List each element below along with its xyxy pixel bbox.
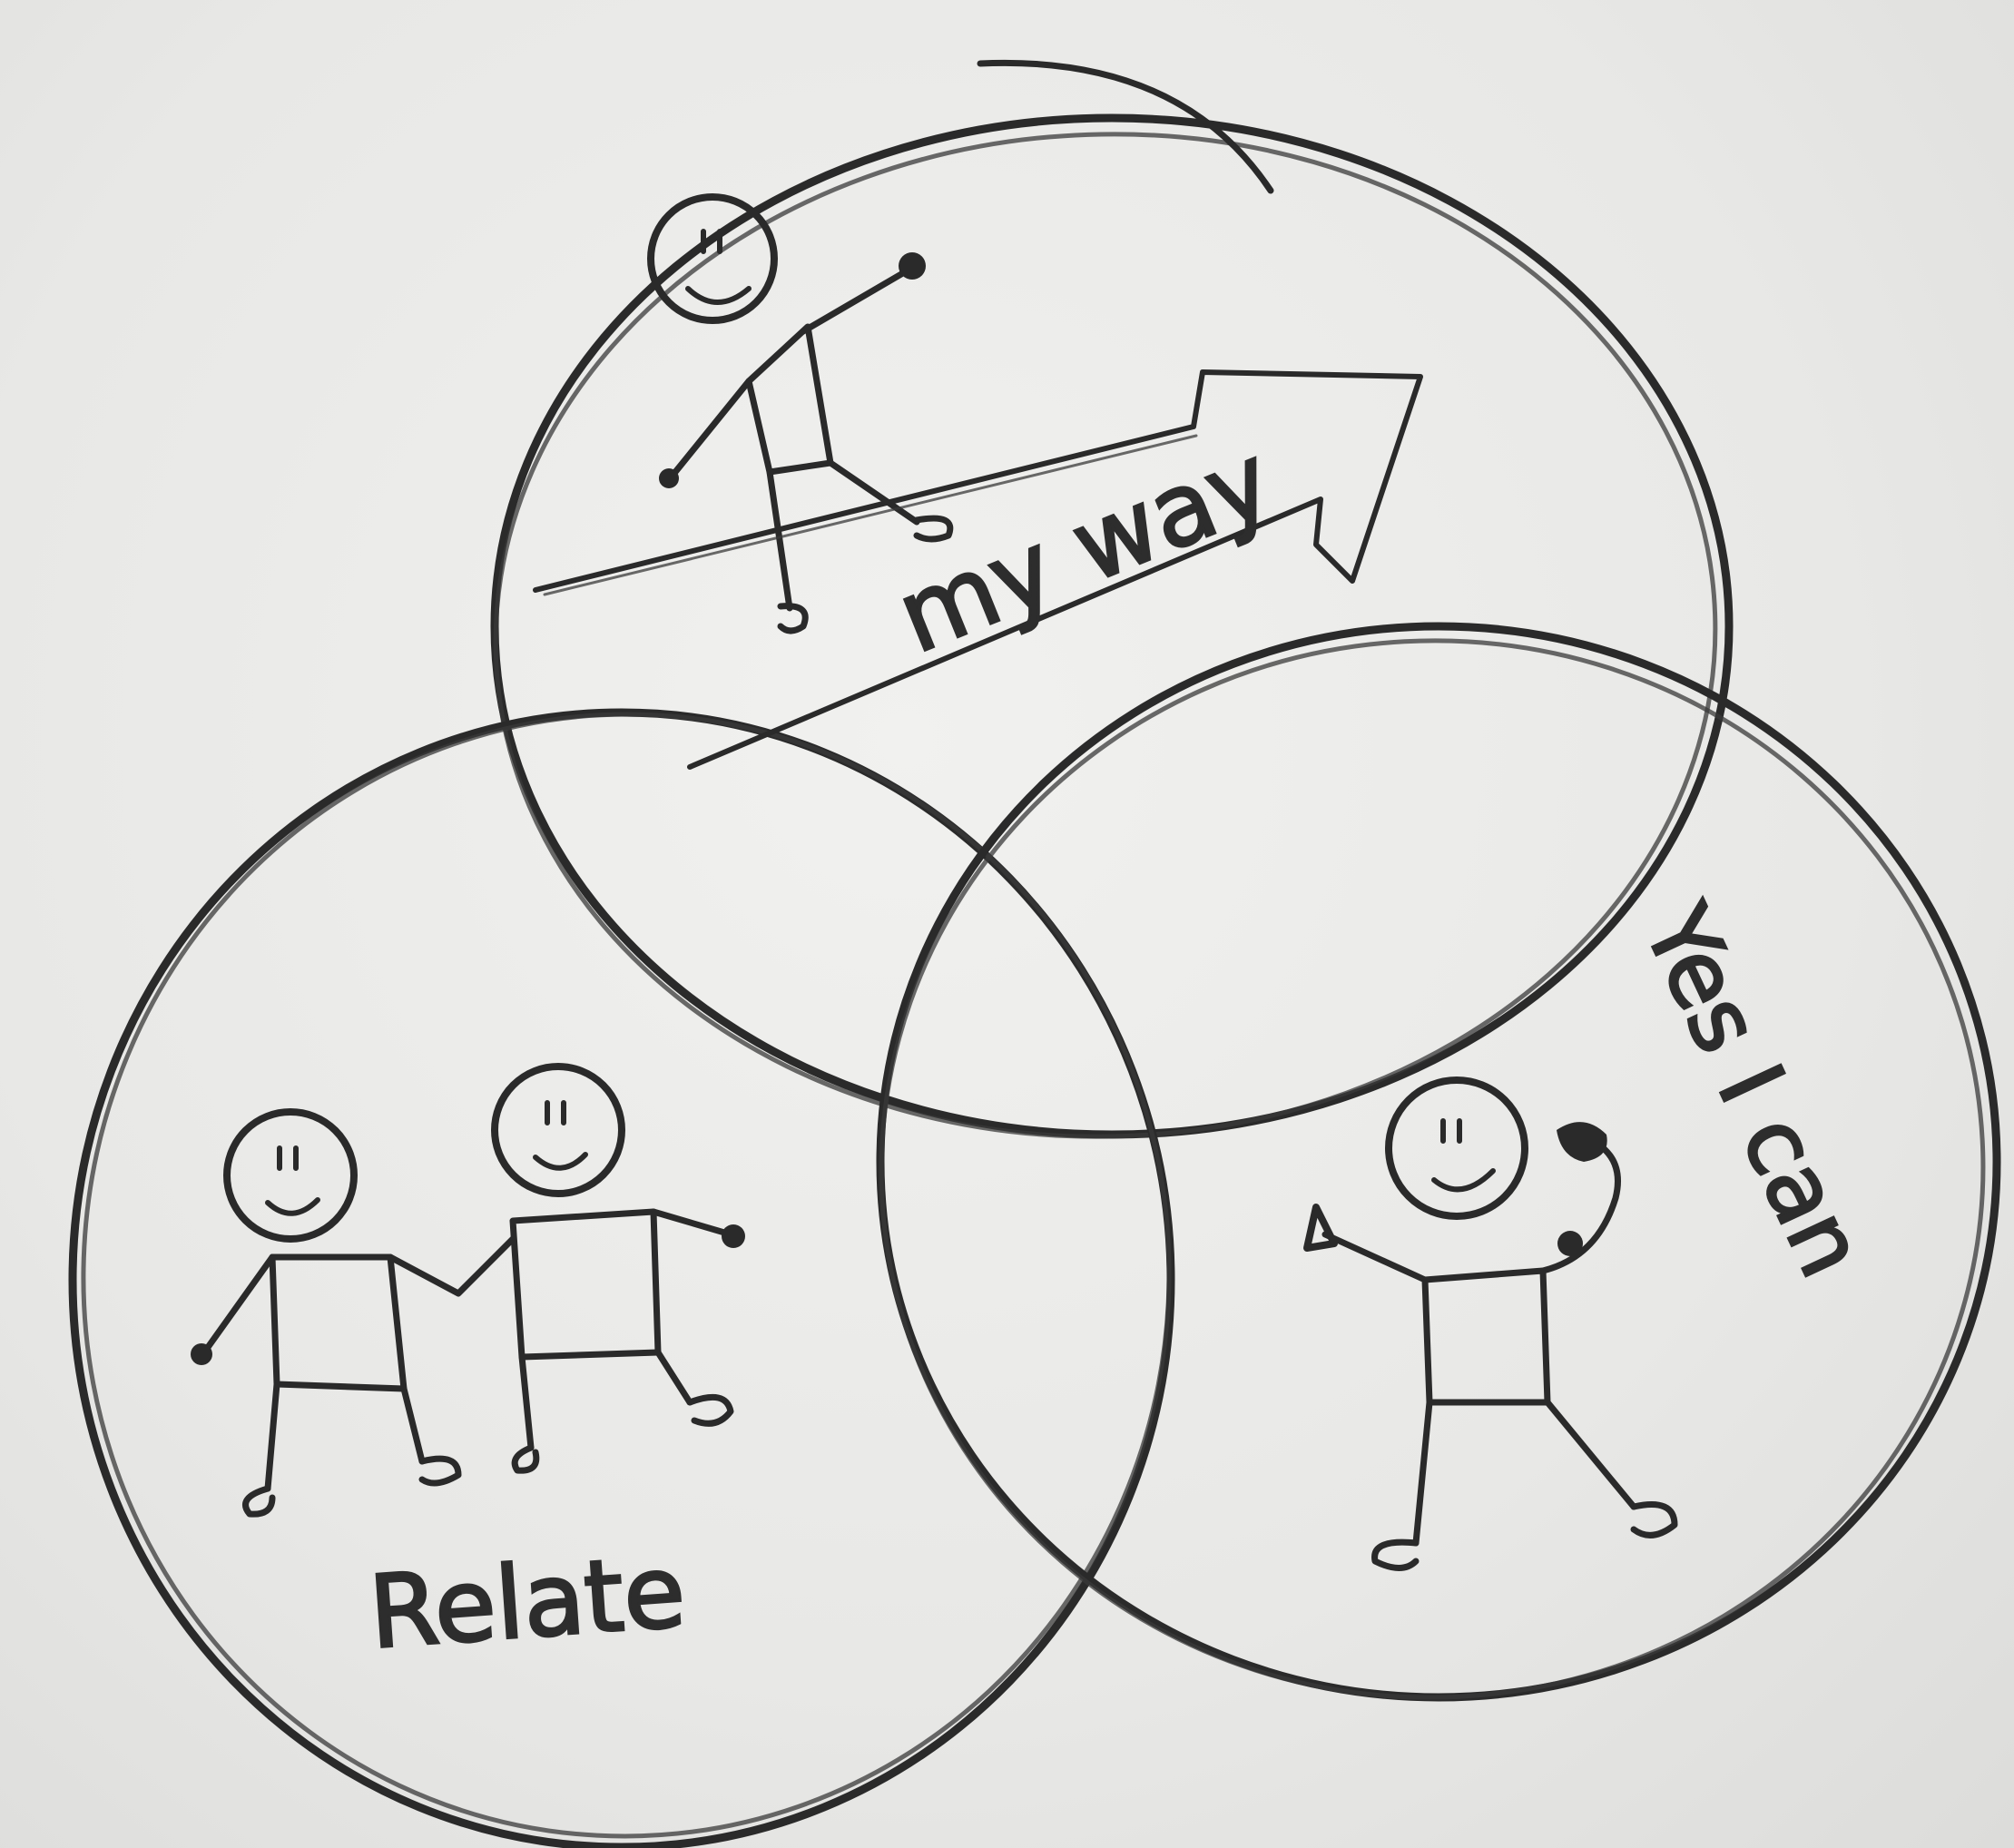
label-relate: Relate: [366, 1533, 689, 1671]
label-my-way: my way: [882, 421, 1287, 675]
circle-left: [68, 708, 1175, 1848]
strong-person-icon: [1303, 1076, 1678, 1571]
holding-hands-people-icon: [191, 1063, 745, 1518]
circle-top: [490, 59, 1734, 1139]
walking-person-icon: [647, 193, 954, 634]
label-yes-i-can: Yes I can: [1623, 890, 1886, 1293]
circle-right: [876, 622, 2001, 1702]
arrow-icon: [533, 369, 1423, 770]
